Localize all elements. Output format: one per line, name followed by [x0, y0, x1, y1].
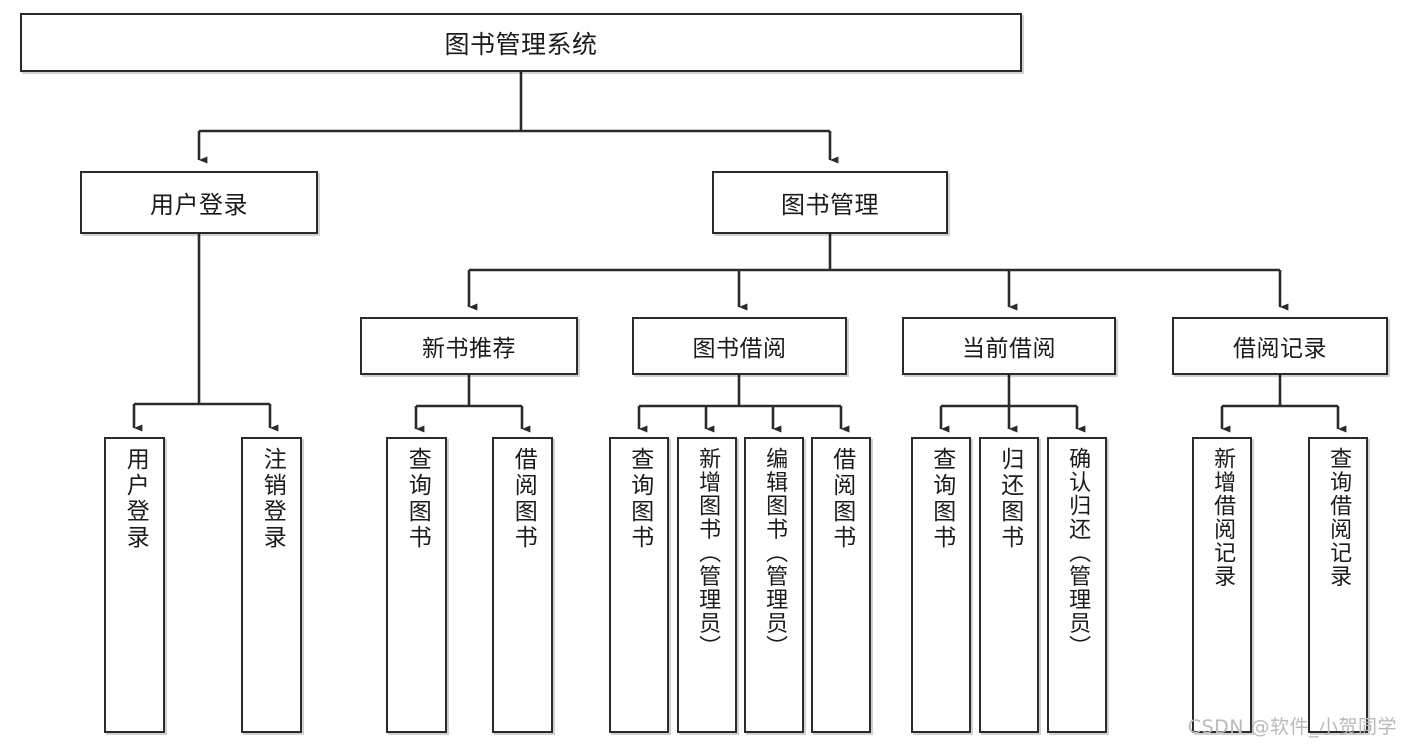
leaf-borrow-record-add-record[interactable]: 新增借阅记录	[1192, 437, 1252, 733]
leaf-current-borrow-return-book[interactable]: 归还图书	[979, 437, 1039, 733]
node-book-borrow[interactable]: 图书借阅	[632, 317, 847, 375]
node-label: 借阅图书	[828, 447, 855, 551]
leaf-new-book-query-book[interactable]: 查询图书	[386, 437, 447, 733]
node-label: 新增图书（管理员）	[695, 447, 721, 659]
node-label: 借阅记录	[1233, 336, 1327, 362]
node-root-book-management-system[interactable]: 图书管理系统	[20, 13, 1022, 72]
leaf-current-borrow-confirm-return-admin[interactable]: 确认归还（管理员）	[1047, 437, 1107, 733]
node-book-management[interactable]: 图书管理	[712, 171, 948, 234]
node-label: 新书推荐	[422, 336, 516, 362]
leaf-book-borrow-add-book-admin[interactable]: 新增图书（管理员）	[677, 437, 737, 733]
node-current-borrow[interactable]: 当前借阅	[902, 317, 1116, 375]
node-label: 图书借阅	[692, 336, 787, 362]
node-label: 用户登录	[150, 191, 248, 219]
node-label: 新增借阅记录	[1210, 447, 1236, 588]
leaf-current-borrow-query-book[interactable]: 查询图书	[911, 437, 971, 733]
node-user-login[interactable]: 用户登录	[80, 171, 318, 234]
leaf-book-borrow-borrow-book[interactable]: 借阅图书	[811, 437, 871, 733]
node-label: 查询图书	[626, 447, 653, 551]
node-label: 确认归还（管理员）	[1065, 447, 1091, 659]
node-label: 归还图书	[996, 447, 1023, 551]
leaf-user-login-logout[interactable]: 注销登录	[241, 437, 302, 733]
node-label: 查询借阅记录	[1326, 447, 1352, 588]
node-label: 用户登录	[122, 447, 149, 551]
node-new-book-recommend[interactable]: 新书推荐	[360, 317, 578, 375]
node-label: 图书管理系统	[444, 29, 598, 59]
node-label: 当前借阅	[962, 336, 1056, 362]
node-label: 编辑图书（管理员）	[762, 447, 788, 659]
node-label: 借阅图书	[510, 447, 537, 551]
node-borrow-record[interactable]: 借阅记录	[1172, 317, 1388, 375]
leaf-book-borrow-edit-book-admin[interactable]: 编辑图书（管理员）	[744, 437, 804, 733]
node-label: 注销登录	[259, 447, 286, 551]
leaf-book-borrow-query-book[interactable]: 查询图书	[609, 437, 669, 733]
node-label: 查询图书	[404, 447, 431, 551]
leaf-user-login-login[interactable]: 用户登录	[104, 437, 165, 733]
leaf-new-book-borrow-book[interactable]: 借阅图书	[492, 437, 553, 733]
leaf-borrow-record-query-record[interactable]: 查询借阅记录	[1308, 437, 1368, 733]
node-label: 图书管理	[781, 191, 879, 219]
node-label: 查询图书	[928, 447, 955, 551]
